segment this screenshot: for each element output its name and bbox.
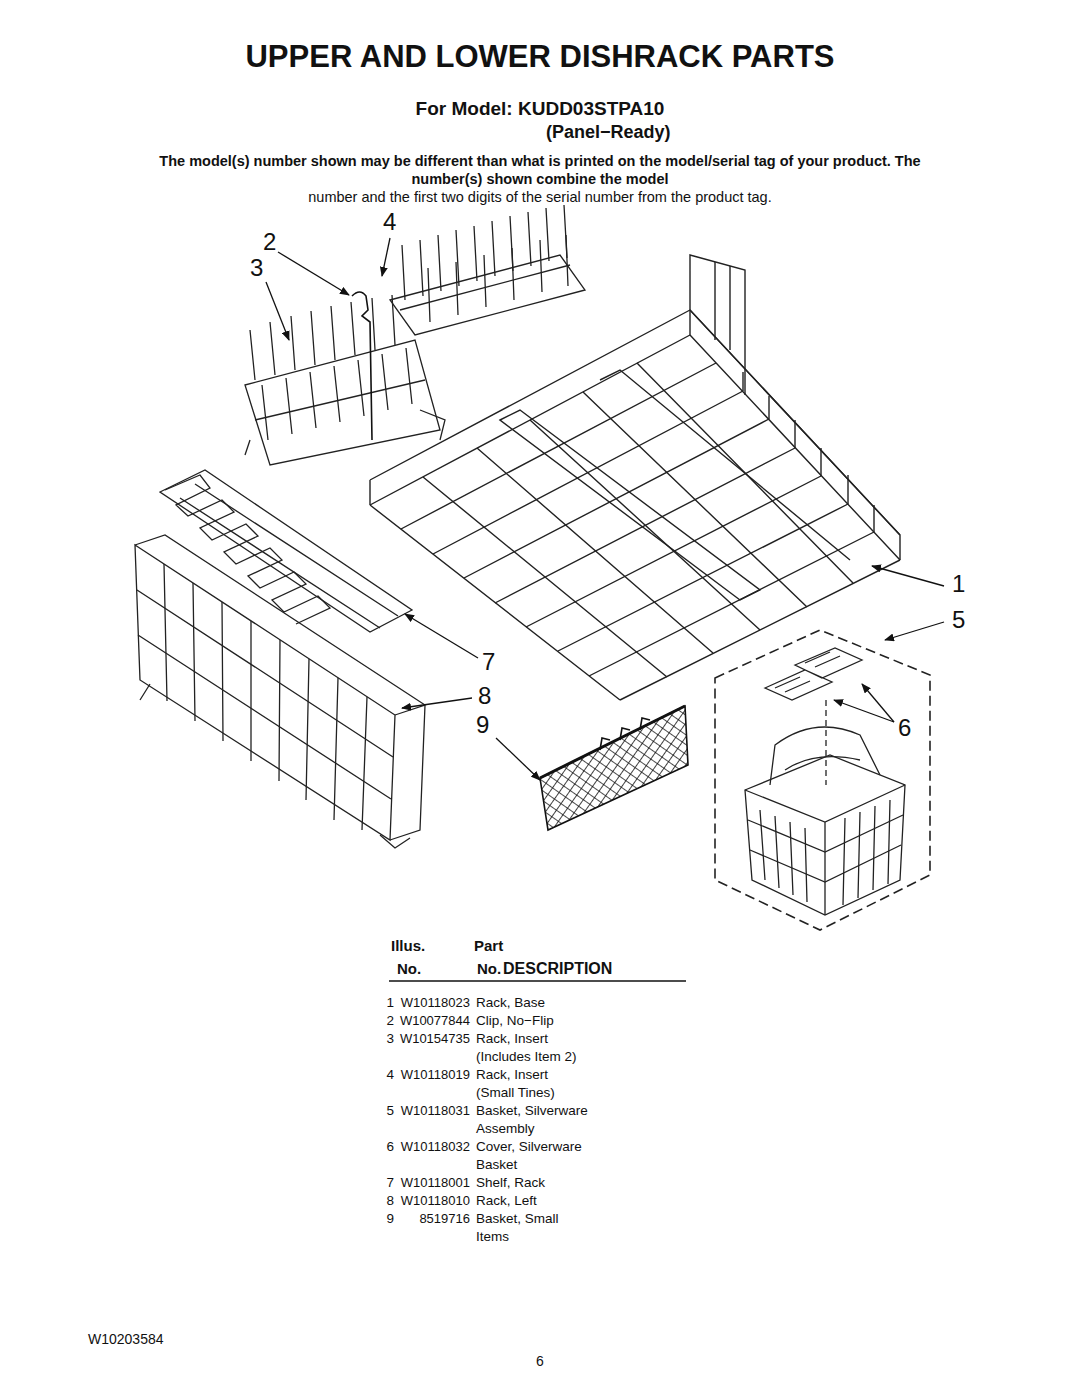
part-number: W10077844	[396, 1012, 470, 1030]
table-rule	[389, 980, 686, 982]
insert-rack-small-tines	[390, 205, 585, 335]
illus-number: 4	[368, 1066, 394, 1084]
illus-number: 5	[368, 1102, 394, 1120]
table-header: No.	[397, 960, 421, 978]
callout-number: 6	[898, 714, 911, 743]
page-title: UPPER AND LOWER DISHRACK PARTS	[0, 38, 1080, 75]
part-description: Rack, Left	[476, 1192, 636, 1210]
part-description: Clip, No−Flip	[476, 1012, 636, 1030]
illus-number: 8	[368, 1192, 394, 1210]
table-header: No.	[477, 960, 501, 978]
illus-number: 7	[368, 1174, 394, 1192]
part-number: W10154735	[396, 1030, 470, 1048]
model-line: For Model: KUDD03STPA10	[0, 98, 1080, 121]
left-rack	[135, 535, 425, 848]
base-rack	[370, 255, 900, 700]
leader-lines	[266, 238, 944, 780]
part-number: W10118019	[396, 1066, 470, 1084]
callout-number: 5	[952, 606, 965, 635]
part-description: Shelf, Rack	[476, 1174, 636, 1192]
part-number: 8519716	[396, 1210, 470, 1228]
part-description: Rack, Insert (Includes Item 2)	[476, 1030, 606, 1066]
model-variant: (Panel−Ready)	[546, 122, 671, 144]
part-number: W10118001	[396, 1174, 470, 1192]
part-description: Rack, Insert (Small Tines)	[476, 1066, 586, 1102]
notice-text: number and the first two digits of the s…	[140, 188, 940, 206]
part-description: Rack, Base	[476, 994, 636, 1012]
part-number: W10118032	[396, 1138, 470, 1156]
callout-number: 2	[263, 228, 276, 257]
illus-number: 2	[368, 1012, 394, 1030]
illus-number: 6	[368, 1138, 394, 1156]
small-items-basket	[540, 706, 688, 830]
part-description: Basket, Silverware Assembly	[476, 1102, 606, 1138]
callout-number: 8	[478, 682, 491, 711]
table-header: DESCRIPTION	[503, 959, 612, 978]
illus-number: 9	[368, 1210, 394, 1228]
notice-text: The model(s) number shown may be differe…	[140, 152, 940, 188]
document-number: W10203584	[88, 1331, 164, 1348]
callout-number: 7	[482, 648, 495, 677]
illus-number: 3	[368, 1030, 394, 1048]
part-description: Basket, Small Items	[476, 1210, 576, 1246]
callout-number: 9	[476, 711, 489, 740]
table-header: Illus.	[391, 937, 425, 955]
silverware-basket	[715, 630, 930, 930]
callout-number: 4	[383, 208, 396, 237]
part-number: W10118010	[396, 1192, 470, 1210]
part-description: Cover, Silverware Basket	[476, 1138, 606, 1174]
part-number: W10118023	[396, 994, 470, 1012]
callout-number: 1	[952, 570, 965, 599]
insert-rack	[245, 295, 445, 465]
shelf-rack	[160, 470, 412, 632]
page-number: 6	[536, 1353, 544, 1370]
table-header: Part	[474, 937, 503, 955]
part-number: W10118031	[396, 1102, 470, 1120]
no-flip-clip	[352, 292, 372, 440]
illus-number: 1	[368, 994, 394, 1012]
callout-number: 3	[250, 254, 263, 283]
